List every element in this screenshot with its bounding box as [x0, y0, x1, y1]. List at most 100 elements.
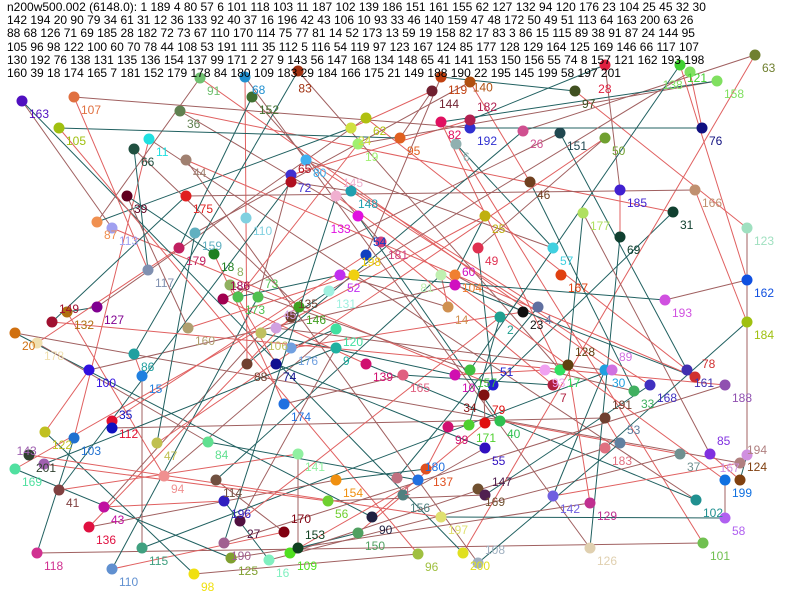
tour-edge	[28, 454, 442, 518]
node-marker	[31, 547, 43, 559]
node-marker	[472, 242, 484, 254]
node-marker	[9, 327, 21, 339]
node-label: 88	[254, 370, 268, 384]
node-marker	[719, 379, 731, 391]
tour-edge	[709, 453, 741, 481]
node-marker	[218, 495, 230, 507]
node-marker	[412, 474, 424, 486]
tour-edge	[156, 137, 606, 444]
node-label: 81	[420, 281, 434, 295]
tour-edge	[246, 130, 524, 365]
node-label: 73	[265, 277, 279, 291]
node-marker	[704, 448, 716, 460]
node-marker	[741, 449, 753, 461]
node-label: 10	[462, 381, 476, 395]
node-label: 101	[710, 549, 730, 563]
node-label: 2	[507, 323, 514, 337]
tour-edge	[21, 100, 464, 554]
node-marker	[366, 511, 378, 523]
node-label: 15	[149, 382, 163, 396]
node-label: 63	[762, 61, 776, 75]
node-label: 44	[193, 166, 207, 180]
tour-edge	[223, 500, 270, 561]
node-marker	[31, 337, 43, 349]
node-marker	[360, 358, 372, 370]
tour-edge	[275, 363, 486, 449]
node-label: 140	[473, 80, 493, 94]
node-marker	[442, 421, 454, 433]
node-label: 175	[193, 202, 213, 216]
tour-edge	[477, 137, 606, 249]
node-marker	[121, 190, 133, 202]
node-marker	[255, 327, 267, 339]
node-marker	[547, 242, 559, 254]
node-marker	[449, 279, 461, 291]
node-marker	[53, 484, 65, 496]
node-label: 66	[141, 155, 155, 169]
tour-edge	[36, 247, 180, 344]
tour-edge	[339, 274, 449, 308]
tour-edge	[237, 143, 359, 298]
node-marker	[208, 248, 220, 260]
node-marker	[517, 125, 529, 137]
node-marker	[106, 563, 118, 575]
node-label: 108	[485, 543, 505, 557]
node-label: 121	[687, 71, 707, 85]
node-label: 102	[703, 506, 723, 520]
node-label: 62	[373, 124, 387, 138]
node-marker	[577, 207, 589, 219]
node-marker	[300, 154, 312, 166]
node-label: 76	[709, 134, 723, 148]
node-label: 25	[492, 222, 506, 236]
node-marker	[330, 323, 342, 335]
node-marker	[194, 72, 206, 84]
node-marker	[293, 301, 305, 313]
node-label: 27	[247, 527, 261, 541]
node-marker	[394, 132, 406, 144]
node-label: 33	[641, 397, 655, 411]
node-marker	[173, 242, 185, 254]
node-marker	[263, 554, 275, 566]
tour-edge	[185, 159, 479, 564]
node-marker	[292, 65, 304, 77]
node-label: 118	[44, 559, 63, 573]
node-label: 194	[747, 443, 767, 457]
tour-edge	[305, 159, 539, 308]
node-label: 149	[59, 302, 79, 316]
tour-sequence: 105 96 98 122 100 60 70 78 44 108 53 191…	[7, 39, 699, 54]
node-label: 123	[754, 234, 774, 248]
node-marker	[180, 190, 192, 202]
node-marker	[352, 210, 364, 222]
tour-edge	[574, 90, 748, 229]
tour-edge	[582, 212, 711, 455]
node-marker	[690, 494, 702, 506]
tour-edge	[44, 369, 90, 433]
node-label: 199	[732, 486, 752, 500]
node-label: 1	[404, 484, 411, 498]
node-marker	[684, 66, 696, 78]
tour-edge	[88, 316, 292, 528]
node-marker	[464, 122, 476, 134]
node-marker	[562, 359, 574, 371]
node-marker	[345, 185, 357, 197]
tour-edge	[529, 181, 635, 392]
node-marker	[479, 442, 491, 454]
node-label: 147	[492, 475, 512, 489]
tour-edge	[103, 332, 262, 508]
node-label: 23	[530, 318, 544, 332]
node-marker	[232, 291, 244, 303]
node-label: 74	[283, 370, 297, 384]
node-marker	[435, 116, 447, 128]
node-marker	[182, 322, 194, 334]
node-label: 124	[747, 460, 767, 474]
node-label: 167	[568, 281, 588, 295]
tour-edge	[73, 138, 150, 439]
node-marker	[278, 526, 290, 538]
node-label: 95	[407, 144, 421, 158]
node-marker	[91, 216, 103, 228]
tour-edge	[156, 232, 196, 444]
node-label: 51	[500, 365, 514, 379]
node-label: 182	[477, 100, 497, 114]
node-marker	[270, 322, 282, 334]
node-marker	[68, 432, 80, 444]
